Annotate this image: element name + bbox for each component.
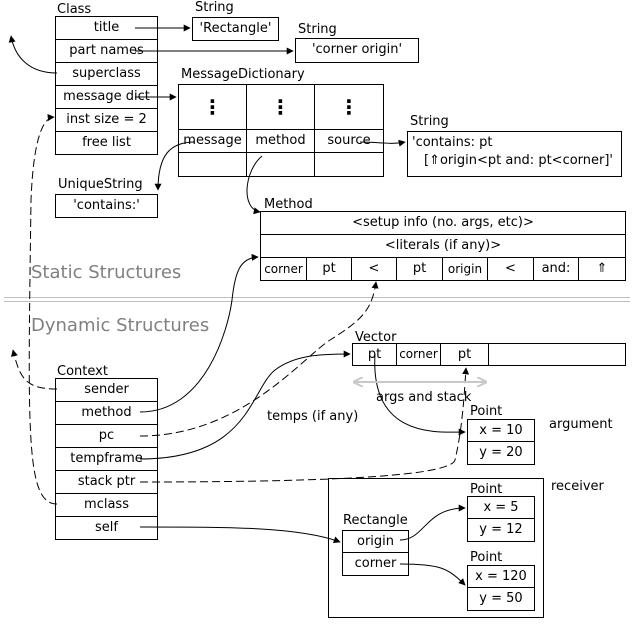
point-origin-box: x = 5 y = 12 (467, 496, 535, 542)
context-field-stack-ptr: stack ptr (56, 471, 157, 494)
source-string-label: String (410, 114, 449, 129)
message-dictionary-ellipsis-1: ⋮ (179, 85, 247, 130)
message-dictionary-column-source: source (315, 130, 383, 153)
method-bytecode-7: and: (534, 258, 579, 280)
message-dictionary-empty-cell-2 (247, 153, 315, 176)
class-field-inst-size: inst size = 2 (56, 109, 157, 132)
message-dictionary-label: MessageDictionary (181, 67, 305, 82)
method-bytecode-1: corner (261, 258, 307, 280)
unique-string-box: 'contains:' (55, 194, 158, 218)
point-corner-box: x = 120 y = 50 (467, 565, 535, 611)
argument-label: argument (549, 417, 613, 432)
title-string-label: String (195, 0, 234, 15)
message-dictionary-box: ⋮ ⋮ ⋮ message method source (178, 84, 384, 177)
source-string-line-1: 'contains: pt (412, 135, 493, 150)
class-label: Class (57, 2, 92, 17)
static-structures-title: Static Structures (31, 262, 182, 283)
context-field-sender: sender (56, 379, 157, 402)
class-field-title: title (56, 17, 157, 40)
point-corner-field-y: y = 50 (479, 591, 523, 606)
stack-ptr-pointer-dashed-arrow (139, 367, 470, 483)
method-bytecode-6: < (488, 258, 534, 280)
class-box: title part names superclass message dict… (55, 16, 158, 155)
superclass-pointer-arrow (8, 35, 58, 74)
class-field-free-list: free list (82, 135, 131, 150)
point-argument-field-x: x = 10 (468, 420, 534, 442)
message-dictionary-empty-cell-1 (179, 153, 247, 176)
unique-string-value: 'contains:' (73, 198, 140, 213)
context-field-mclass: mclass (56, 494, 157, 517)
section-divider (4, 297, 630, 302)
point-origin-label: Point (470, 482, 503, 497)
dynamic-structures-title: Dynamic Structures (31, 315, 210, 336)
method-setup-info: <setup info (no. args, etc)> (261, 212, 625, 235)
part-names-string-value: 'corner origin' (311, 42, 403, 57)
vector-cell-2: corner (397, 344, 441, 365)
rectangle-field-corner: corner (354, 556, 397, 571)
point-corner-field-x: x = 120 (468, 566, 534, 588)
method-bytecode-4: pt (397, 258, 443, 280)
point-origin-field-x: x = 5 (468, 497, 534, 519)
vector-box: pt corner pt (352, 343, 626, 366)
message-dictionary-column-method: method (247, 130, 315, 153)
vector-cell-1: pt (353, 344, 397, 365)
method-literals: <literals (if any)> (261, 235, 625, 258)
point-origin-field-y: y = 12 (479, 522, 523, 537)
point-argument-box: x = 10 y = 20 (467, 419, 535, 465)
point-argument-field-y: y = 20 (479, 445, 523, 460)
point-corner-label: Point (470, 550, 503, 565)
message-dictionary-ellipsis-2: ⋮ (247, 85, 315, 130)
context-label: Context (57, 364, 108, 379)
message-dictionary-column-message: message (179, 130, 247, 153)
class-field-message-dict: message dict (56, 86, 157, 109)
context-field-self: self (95, 520, 118, 535)
context-field-pc: pc (56, 425, 157, 448)
class-field-superclass: superclass (56, 63, 157, 86)
temps-label: temps (if any) (267, 409, 359, 424)
context-field-method: method (56, 402, 157, 425)
method-bytecode-8: ⇑ (596, 261, 608, 276)
unique-string-label: UniqueString (58, 177, 143, 192)
method-bytecode-3: < (352, 258, 397, 280)
source-string-line-2: [⇑origin<pt and: pt<corner]' (424, 153, 614, 168)
tempframe-pointer-arrow (139, 350, 351, 460)
message-dictionary-empty-cell-3 (315, 153, 383, 176)
part-names-string-box: 'corner origin' (295, 38, 419, 63)
method-box: <setup info (no. args, etc)> <literals (… (260, 211, 626, 281)
point-argument-label: Point (470, 404, 503, 419)
args-and-stack-label: args and stack (376, 390, 472, 405)
context-self-pointer-arrow (139, 526, 341, 544)
source-string-box: 'contains: pt [⇑origin<pt and: pt<corner… (407, 131, 622, 177)
part-names-string-label: String (298, 22, 337, 37)
vector-cell-3: pt (441, 344, 489, 365)
title-string-value: 'Rectangle' (199, 21, 272, 36)
rectangle-box: origin corner (342, 530, 409, 576)
rectangle-field-origin: origin (343, 531, 408, 553)
method-bytecode-2: pt (307, 258, 352, 280)
method-label: Method (264, 197, 313, 212)
receiver-label: receiver (551, 479, 604, 494)
sender-pointer-dashed-arrow (11, 349, 58, 390)
message-dictionary-ellipsis-3: ⋮ (315, 85, 383, 130)
context-field-tempframe: tempframe (56, 448, 157, 471)
class-field-part-names: part names (56, 40, 157, 63)
rectangle-label: Rectangle (343, 513, 408, 528)
title-string-box: 'Rectangle' (192, 17, 279, 41)
context-box: sender method pc tempframe stack ptr mcl… (55, 378, 158, 540)
mclass-pointer-dashed-arrow (28, 113, 58, 505)
method-bytecode-5: origin (443, 258, 488, 280)
